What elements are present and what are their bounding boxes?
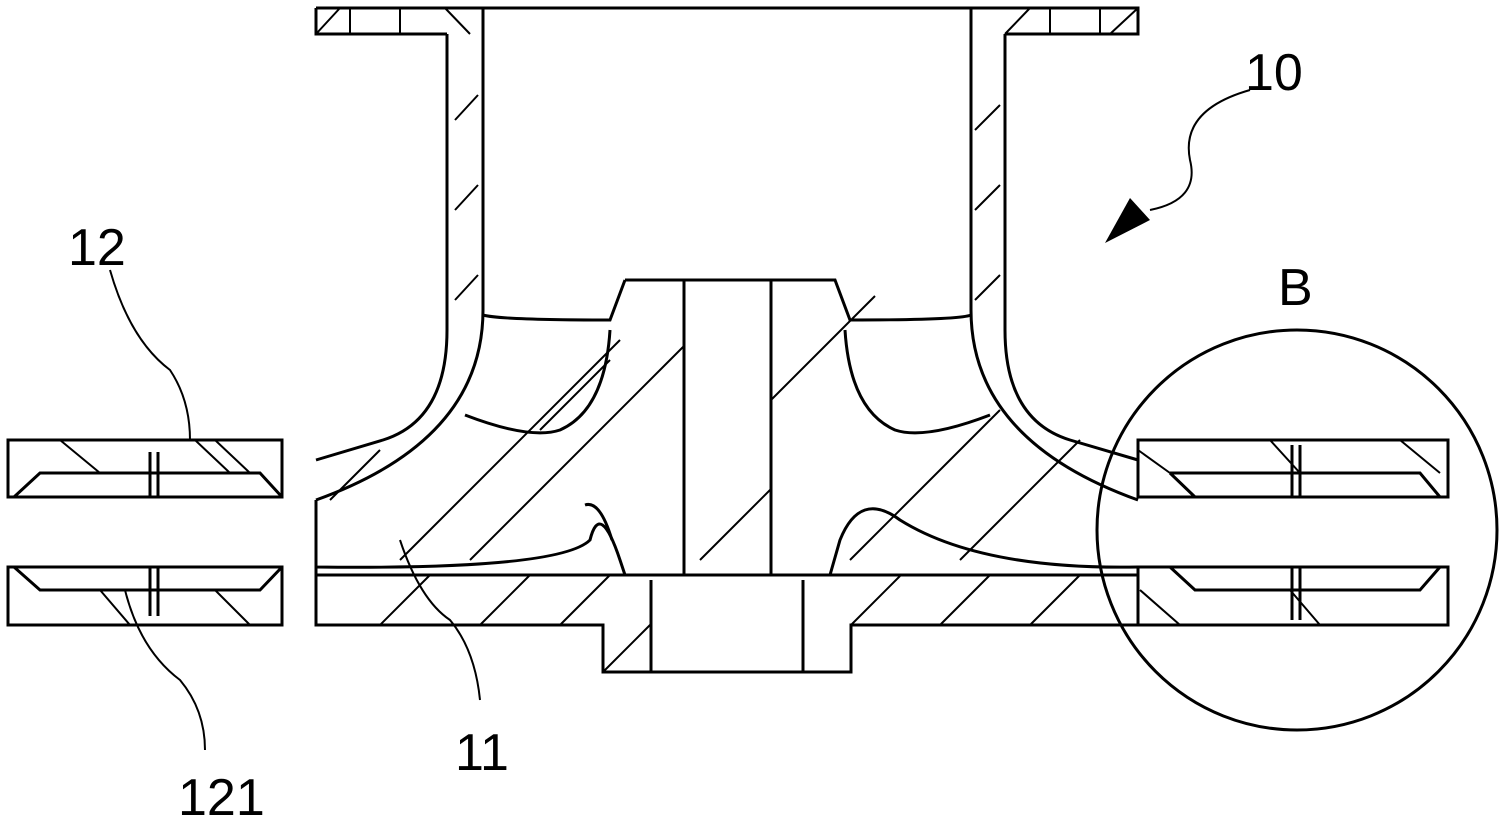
label-12: 12 <box>68 219 126 277</box>
inlet-pipe <box>314 6 1140 502</box>
diffuser-right <box>1136 438 1450 627</box>
base-plate <box>314 567 1140 674</box>
leader-lines <box>109 89 1251 751</box>
arrow-icon <box>1105 198 1150 243</box>
label-11: 11 <box>455 724 509 782</box>
detail-circle-b <box>1095 328 1499 732</box>
diffuser-left <box>6 438 284 627</box>
label-121: 121 <box>178 769 265 819</box>
label-10: 10 <box>1245 44 1303 102</box>
impeller <box>314 278 1139 577</box>
label-b: B <box>1278 259 1313 317</box>
